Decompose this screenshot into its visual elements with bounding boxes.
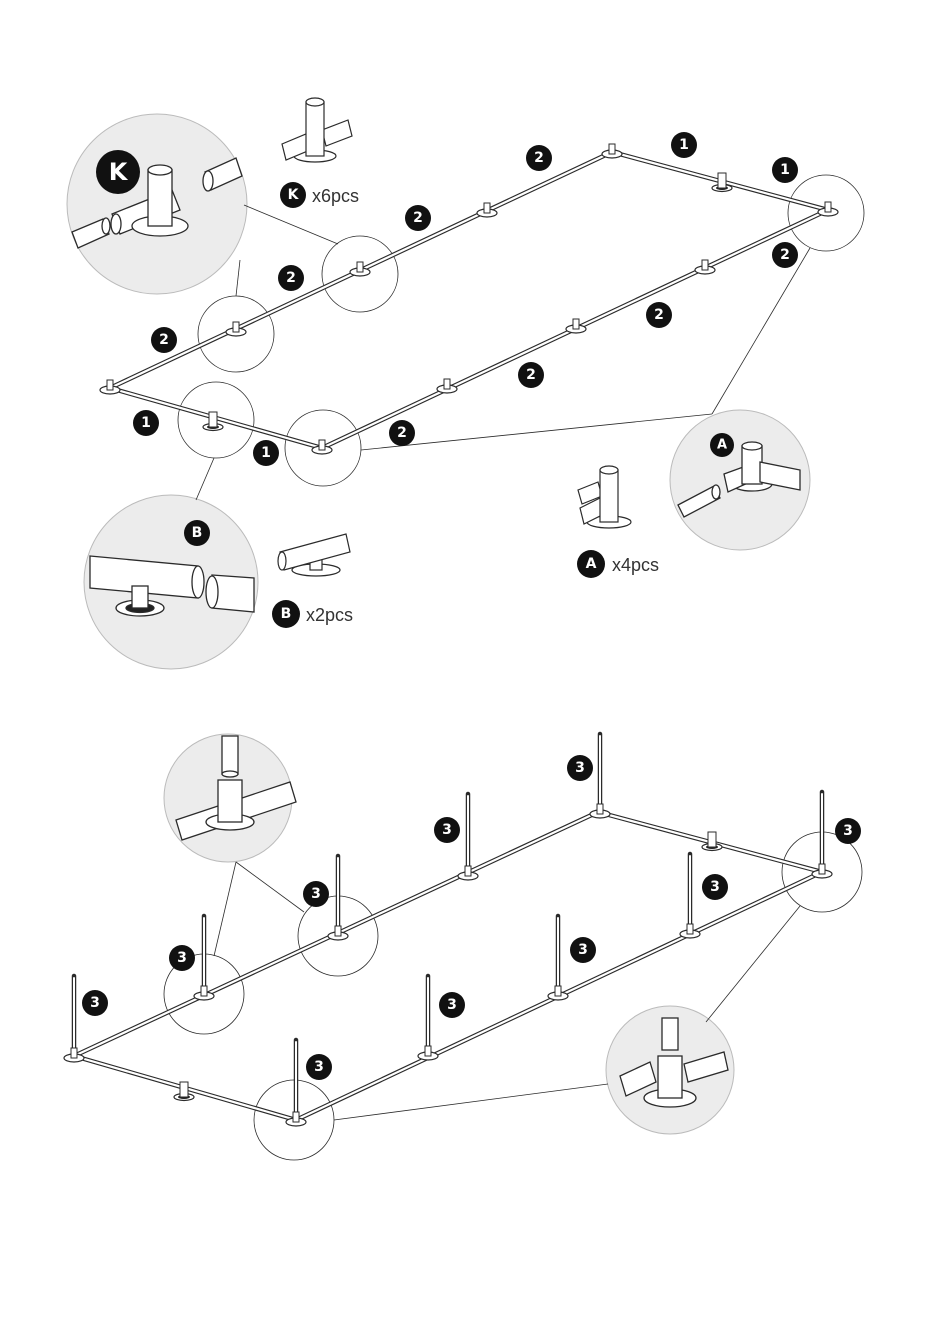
svg-text:B: B <box>192 525 203 541</box>
svg-text:3: 3 <box>311 886 321 902</box>
svg-text:A: A <box>586 556 597 572</box>
step-2-badge: 2 <box>389 420 415 446</box>
svg-text:2: 2 <box>413 210 423 226</box>
svg-text:2: 2 <box>286 270 296 286</box>
b-detail-badge: B <box>184 520 210 546</box>
step-1-badge: 1 <box>253 440 279 466</box>
svg-text:x4pcs: x4pcs <box>612 555 659 575</box>
step-3-badge: 3 <box>570 937 596 963</box>
svg-text:1: 1 <box>679 137 689 153</box>
svg-text:3: 3 <box>578 942 588 958</box>
step-3-badge: 3 <box>567 755 593 781</box>
k-detail-badge: K <box>96 150 140 194</box>
step-3-badge: 3 <box>82 990 108 1016</box>
svg-text:2: 2 <box>397 425 407 441</box>
step-2-badge: 2 <box>526 145 552 171</box>
k-part-label: K x6pcs <box>280 182 359 208</box>
step-2-badge: 2 <box>278 265 304 291</box>
svg-text:3: 3 <box>575 760 585 776</box>
step-3-badge: 3 <box>434 817 460 843</box>
step-2-badge: 2 <box>646 302 672 328</box>
step-3-badge: 3 <box>835 818 861 844</box>
svg-text:1: 1 <box>261 445 271 461</box>
svg-text:3: 3 <box>177 950 187 966</box>
svg-text:1: 1 <box>141 415 151 431</box>
b-part-label: B x2pcs <box>272 600 353 628</box>
b-part-thumbnail <box>278 534 350 576</box>
svg-text:3: 3 <box>710 879 720 895</box>
svg-text:K: K <box>288 187 300 203</box>
svg-text:x6pcs: x6pcs <box>312 186 359 206</box>
step-3-badge: 3 <box>702 874 728 900</box>
step-2-badge: 2 <box>151 327 177 353</box>
step-3-badge: 3 <box>169 945 195 971</box>
a-part-thumbnail <box>578 466 631 528</box>
step-1-badge: 1 <box>772 157 798 183</box>
step-3-badge: 3 <box>439 992 465 1018</box>
svg-text:3: 3 <box>843 823 853 839</box>
step-1-badge: 1 <box>671 132 697 158</box>
svg-text:x2pcs: x2pcs <box>306 605 353 625</box>
svg-text:B: B <box>281 606 292 622</box>
svg-text:3: 3 <box>447 997 457 1013</box>
svg-text:2: 2 <box>159 332 169 348</box>
k-part-thumbnail <box>282 98 352 162</box>
svg-text:2: 2 <box>526 367 536 383</box>
base-frame-diagram <box>67 98 864 669</box>
step-2-badge: 2 <box>518 362 544 388</box>
svg-text:A: A <box>717 438 727 453</box>
a-part-label: A x4pcs <box>577 550 659 578</box>
svg-text:3: 3 <box>90 995 100 1011</box>
svg-text:2: 2 <box>780 247 790 263</box>
svg-text:K: K <box>109 158 129 186</box>
step-1-badge: 1 <box>133 410 159 436</box>
step-2-badge: 2 <box>772 242 798 268</box>
svg-text:2: 2 <box>534 150 544 166</box>
svg-text:2: 2 <box>654 307 664 323</box>
step-3-badge: 3 <box>306 1054 332 1080</box>
svg-text:3: 3 <box>314 1059 324 1075</box>
step-3-badge: 3 <box>303 881 329 907</box>
step-2-badge: 2 <box>405 205 431 231</box>
svg-text:3: 3 <box>442 822 452 838</box>
a-detail-badge: A <box>710 433 734 457</box>
svg-text:1: 1 <box>780 162 790 178</box>
